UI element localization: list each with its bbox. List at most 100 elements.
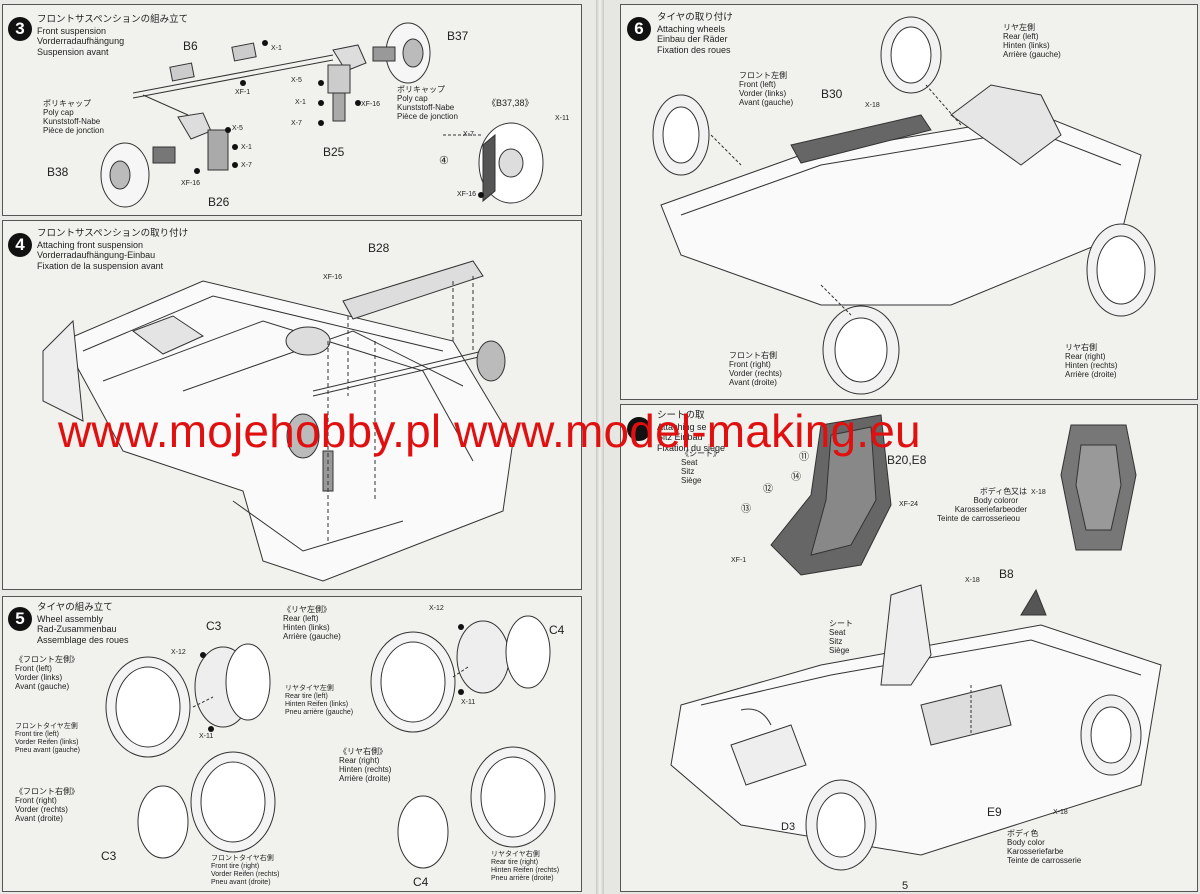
page-number: 5 (902, 880, 909, 892)
step5-number: 5 (8, 607, 32, 631)
step3-x5-a: X-5 (291, 77, 302, 84)
step5-drawing (105, 615, 556, 869)
step7-b20e8: B20,E8 (887, 453, 927, 467)
step3-x7-a: X-7 (291, 120, 302, 127)
step4-title-jp: フロントサスペンションの取り付け (37, 228, 189, 239)
step7-panel: シートの取 Attaching se Sitz Einbau Fixation … (620, 404, 1198, 892)
step7-e9: E9 (987, 805, 1002, 819)
step4-title: フロントサスペンションの取り付け Attaching front suspens… (37, 228, 189, 271)
step5-title-en: Wheel assembly (37, 613, 104, 624)
step6-title: タイヤの取り付け Attaching wheels Einbau der Räd… (657, 12, 733, 55)
step4-xf16: XF-16 (323, 274, 343, 281)
step3-number: 3 (8, 17, 32, 41)
step5-c4-bottom: C4 (413, 875, 429, 889)
step5-rear-right: 《リヤ右側》Rear (right) Hinten (rechts)Arrièr… (339, 747, 392, 783)
step5-x12-b: X-12 (429, 605, 444, 612)
step7-title-jp: シートの取 (657, 410, 705, 421)
step4-title-en: Attaching front suspension (37, 239, 144, 250)
step7-c14: ⑭ (791, 472, 801, 483)
step5-title-de: Rad-Zusammenbau (37, 624, 117, 634)
step7-number (627, 417, 651, 441)
step6-title-fr: Fixation des roues (657, 44, 731, 55)
step5-front-right: 《フロント右側》Front (right) Vorder (rechts)Ava… (15, 787, 79, 823)
step6-x18: X-18 (865, 102, 880, 109)
step5-c3-bottom: C3 (101, 849, 117, 863)
step5-c4-top: C4 (549, 623, 565, 637)
step3-b3738-label: 《B37,38》 (487, 98, 534, 108)
step3-x7-b: X-7 (241, 162, 252, 169)
step5-title: タイヤの組み立て Wheel assembly Rad-Zusammenbau … (37, 602, 129, 645)
step6-panel: 6 タイヤの取り付け Attaching wheels Einbau der R… (620, 4, 1198, 400)
step3-title-fr: Suspension avant (37, 46, 109, 57)
step6-drawing (652, 16, 1156, 395)
step4-title-de: Vorderradaufhängung-Einbau (37, 250, 156, 260)
step5-x12-a: X-12 (171, 649, 186, 656)
step3-x7-c: X-7 (463, 131, 474, 138)
step4-title-fr: Fixation de la suspension avant (37, 260, 164, 271)
step7-title-de: Sitz Einbau (657, 432, 703, 442)
step7-drawing (670, 414, 1162, 871)
step5-rear-left: 《リヤ左側》Rear (left) Hinten (links)Arrière … (283, 605, 341, 641)
step3-title-en: Front suspension (37, 25, 107, 36)
step6-title-jp: タイヤの取り付け (657, 12, 733, 23)
step5-x11-b: X-11 (461, 699, 476, 706)
step6-title-de: Einbau der Räder (657, 34, 728, 44)
step7-title: シートの取 Attaching se Sitz Einbau Fixation … (657, 410, 725, 453)
step3-xf16-a: XF-16 (361, 101, 381, 108)
step4-b28-label: B28 (368, 241, 390, 255)
step3-x1-a: X-1 (271, 45, 282, 52)
step7-x18-b: X-18 (965, 577, 980, 584)
step3-title-de: Vorderradaufhängung (37, 36, 125, 46)
step3-b38-label: B38 (47, 165, 69, 179)
step5-c3-top: C3 (206, 619, 222, 633)
step7-c12: ⑫ (763, 484, 773, 495)
step6-title-en: Attaching wheels (657, 23, 726, 34)
book-spine (596, 0, 604, 894)
watermark: www.mojehobby.pl www.model-making.eu (58, 405, 921, 457)
step3-panel: 3 フロントサスペンションの組み立て Front suspension Vord… (2, 4, 582, 216)
step3-drawing (100, 22, 544, 208)
step4-drawing (42, 260, 514, 582)
step3-xf16-c: XF-16 (457, 191, 477, 198)
step3-xf1: XF-1 (235, 89, 251, 96)
step3-title: フロントサスペンションの組み立て Front suspension Vorder… (37, 14, 189, 57)
step3-xf16-b: XF-16 (181, 180, 201, 187)
step3-b25-label: B25 (323, 145, 345, 159)
step7-d3: D3 (781, 821, 796, 833)
step7-xf24: XF-24 (899, 501, 919, 508)
step7-x18-c: X-18 (1053, 809, 1068, 816)
step7-c11: ⑪ (799, 452, 809, 463)
step6-b30-label: B30 (821, 87, 843, 101)
step7-x18-a: X-18 (1031, 489, 1046, 496)
step5-x11-a: X-11 (199, 733, 214, 740)
step5-title-fr: Assemblage des roues (37, 634, 129, 645)
step3-x1-c: X-1 (241, 144, 252, 151)
step7-b8: B8 (999, 567, 1014, 581)
step3-x1-b: X-1 (295, 99, 306, 106)
step5-title-jp: タイヤの組み立て (37, 602, 113, 613)
step3-b6-label: B6 (183, 39, 198, 53)
step7-xf1: XF-1 (731, 557, 747, 564)
step3-title-jp: フロントサスペンションの組み立て (37, 14, 189, 25)
step3-x5-b: X-5 (232, 125, 243, 132)
step3-b26-label: B26 (208, 195, 230, 209)
step3-x11: X-11 (555, 115, 570, 122)
step4-panel: 4 フロントサスペンションの取り付け Attaching front suspe… (2, 220, 582, 590)
step5-front-left: 《フロント左側》Front (left) Vorder (links)Avant… (15, 655, 79, 691)
step7-title-en: Attaching se (657, 421, 707, 432)
step5-panel: 5 タイヤの組み立て Wheel assembly Rad-Zusammenba… (2, 596, 582, 892)
step3-circled4: ④ (439, 155, 449, 167)
